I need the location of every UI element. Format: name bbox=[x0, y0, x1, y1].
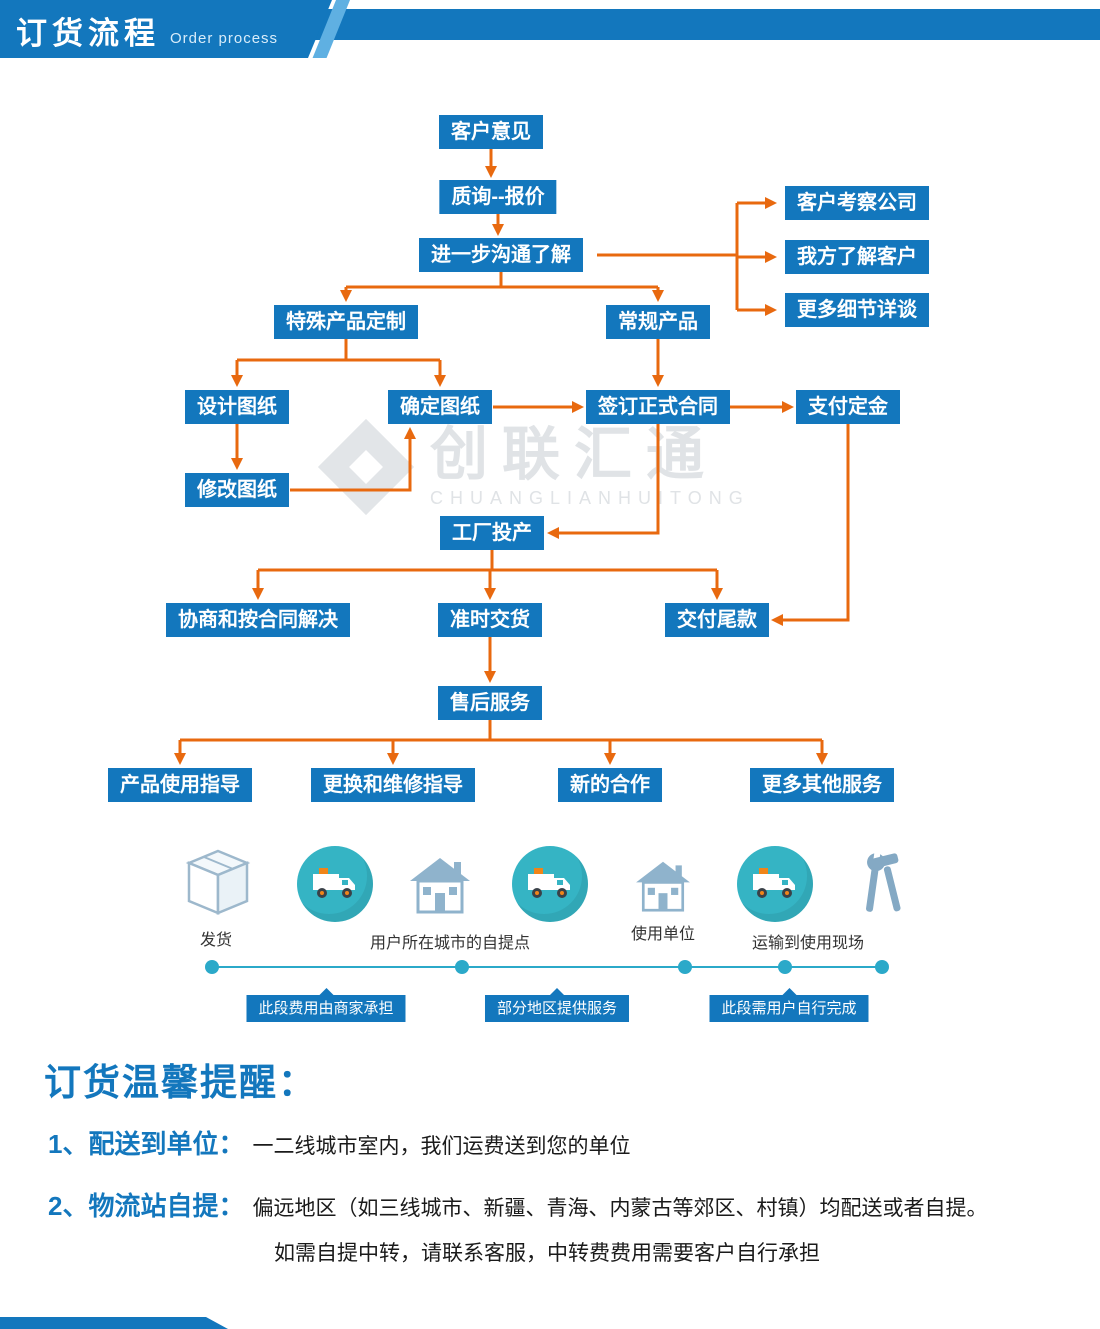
reminder-title: 订货温馨提醒： bbox=[44, 1062, 317, 1103]
label-pickup-point: 用户所在城市的自提点 bbox=[369, 935, 531, 952]
flow-node-regular-product: 常规产品 bbox=[606, 305, 710, 339]
flow-node-ontime-delivery: 准时交货 bbox=[438, 603, 542, 637]
reminder-item-text: 偏远地区（如三线城市、新疆、青海、内蒙古等郊区、村镇）均配送或者自提。 bbox=[252, 1197, 988, 1220]
label-using-unit: 使用单位 bbox=[630, 926, 696, 943]
truck-icon bbox=[753, 868, 795, 898]
page-title: 订货流程 bbox=[16, 16, 160, 51]
reminder-item-1: 1、 配送到单位： 一二线城市室内，我们运费送到您的单位 bbox=[48, 1124, 630, 1161]
brand-name-latin: CHUANGLIANHUITONG bbox=[430, 487, 750, 508]
brand-name: 创联汇通 bbox=[430, 422, 719, 488]
flow-node-special-product: 特殊产品定制 bbox=[274, 305, 418, 339]
flow-node-customer-opinion: 客户意见 bbox=[439, 115, 543, 149]
truck-icon bbox=[313, 868, 355, 898]
reminder-item-2: 2、 物流站自提： 偏远地区（如三线城市、新疆、青海、内蒙古等郊区、村镇）均配送… bbox=[48, 1186, 987, 1223]
tag-partial-service: 部分地区提供服务 bbox=[484, 988, 630, 1022]
house-icon bbox=[410, 858, 470, 914]
truck-circle-2 bbox=[512, 846, 588, 922]
section-header: 订货流程 Order process bbox=[0, 0, 332, 58]
box-icon bbox=[185, 849, 251, 915]
flow-node-inquiry-quote: 质询--报价 bbox=[439, 180, 557, 214]
tag-user-completes: 此段需用户自行完成 bbox=[709, 988, 869, 1022]
reminder-item-number: 2、 bbox=[48, 1191, 89, 1221]
flow-node-negotiate-per-contract: 协商和按合同解决 bbox=[166, 603, 350, 637]
flow-node-customer-visit-company: 客户考察公司 bbox=[785, 186, 929, 220]
flow-node-modify-drawing: 修改图纸 bbox=[185, 473, 289, 507]
reminder-item-label: 配送到单位： bbox=[88, 1129, 245, 1159]
truck-circle-1 bbox=[297, 846, 373, 922]
tag-seller-pays: 此段费用由商家承担 bbox=[246, 988, 406, 1022]
flow-node-pay-balance: 交付尾款 bbox=[665, 603, 769, 637]
label-transport-to-site: 运输到使用现场 bbox=[751, 935, 865, 952]
brand-diamond-icon bbox=[317, 418, 415, 516]
timeline-dot bbox=[875, 960, 889, 974]
flow-node-sign-contract: 签订正式合同 bbox=[586, 390, 730, 424]
timeline-dot bbox=[678, 960, 692, 974]
flow-node-new-cooperation: 新的合作 bbox=[558, 768, 662, 802]
truck-icon bbox=[528, 868, 570, 898]
reminder-item-label: 物流站自提： bbox=[88, 1191, 245, 1221]
truck-circle-3 bbox=[737, 846, 813, 922]
page-subtitle: Order process bbox=[170, 30, 279, 47]
timeline-dot bbox=[205, 960, 219, 974]
reminder-item-2-continued: 如需自提中转，请联系客服，中转费费用需要客户自行承担 bbox=[274, 1242, 820, 1265]
flow-node-we-know-customer: 我方了解客户 bbox=[785, 240, 929, 274]
flow-node-replace-repair-guidance: 更换和维修指导 bbox=[311, 768, 475, 802]
house-icon bbox=[636, 861, 690, 912]
flow-node-pay-deposit: 支付定金 bbox=[796, 390, 900, 424]
reminder-item-text: 一二线城市室内，我们运费送到您的单位 bbox=[252, 1135, 631, 1158]
reminder-item-number: 1、 bbox=[48, 1129, 89, 1159]
flow-node-more-services: 更多其他服务 bbox=[750, 768, 894, 802]
flow-node-more-details: 更多细节详谈 bbox=[785, 293, 929, 327]
flow-node-confirm-drawing: 确定图纸 bbox=[388, 390, 492, 424]
flow-node-usage-guidance: 产品使用指导 bbox=[108, 768, 252, 802]
timeline-dot bbox=[778, 960, 792, 974]
timeline-line bbox=[208, 966, 886, 968]
flow-node-further-communication: 进一步沟通了解 bbox=[419, 238, 583, 272]
tools-icon bbox=[866, 853, 901, 912]
timeline-dot bbox=[455, 960, 469, 974]
flow-node-after-sales: 售后服务 bbox=[438, 686, 542, 720]
flow-node-factory-production: 工厂投产 bbox=[440, 516, 544, 550]
flow-node-design-drawing: 设计图纸 bbox=[185, 390, 289, 424]
brand-watermark: 创联汇通 CHUANGLIANHUITONG bbox=[317, 418, 750, 516]
next-section-banner bbox=[0, 1317, 228, 1329]
label-shipping: 发货 bbox=[199, 932, 233, 949]
